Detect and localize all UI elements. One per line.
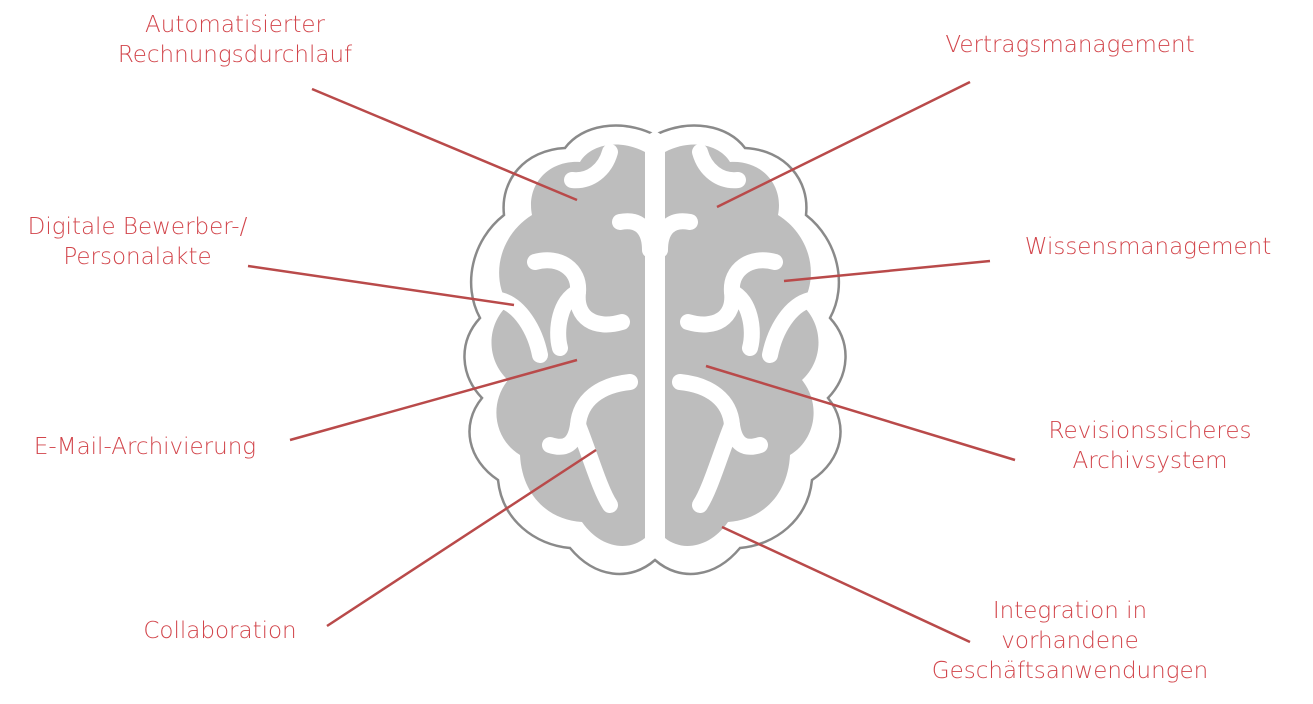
- connector-email: [289, 358, 578, 442]
- label-revision-line2: Archivsystem: [1072, 448, 1228, 474]
- connector-rechnung: [311, 87, 578, 202]
- label-revision-line1: Revisionssicheres: [1048, 418, 1252, 444]
- label-rechnung-line2: Rechnungsdurchlauf: [117, 42, 353, 68]
- label-collab-line1: Collaboration: [143, 618, 297, 644]
- connector-bewerber: [247, 264, 515, 307]
- connectors: [247, 80, 1016, 644]
- brain-right-hemisphere: [665, 144, 819, 546]
- label-integration: Integration in vorhandene Geschäftsanwen…: [915, 596, 1225, 686]
- label-integration-line1: Integration in: [992, 598, 1148, 624]
- label-rechnung-line1: Automatisierter: [145, 12, 325, 38]
- label-revisionssicheres-archivsystem: Revisionssicheres Archivsystem: [1030, 416, 1270, 476]
- connector-revision: [705, 364, 1016, 462]
- label-bewerber-line1: Digitale Bewerber-/: [27, 214, 248, 240]
- label-integration-line2: vorhandene: [1001, 628, 1139, 654]
- label-integration-line3: Geschäftsanwendungen: [931, 658, 1209, 684]
- connector-wissen: [783, 259, 991, 283]
- label-email-line1: E-Mail-Archivierung: [33, 434, 257, 460]
- brain-folds: [492, 132, 818, 553]
- connector-integration: [721, 525, 971, 644]
- connector-collab: [326, 448, 597, 628]
- label-vertragsmanagement: Vertragsmanagement: [930, 30, 1210, 60]
- label-bewerber-personalakte: Digitale Bewerber-/ Personalakte: [15, 212, 260, 272]
- label-rechnungsdurchlauf: Automatisierter Rechnungsdurchlauf: [90, 10, 380, 70]
- brain-icon: [463, 124, 847, 576]
- label-wissen-line1: Wissensmanagement: [1024, 234, 1272, 260]
- label-vertrag-line1: Vertragsmanagement: [945, 32, 1195, 58]
- label-email-archivierung: E-Mail-Archivierung: [15, 432, 275, 462]
- label-wissensmanagement: Wissensmanagement: [1008, 232, 1288, 262]
- connector-vertrag: [716, 80, 971, 209]
- label-bewerber-line2: Personalakte: [63, 244, 212, 270]
- label-collaboration: Collaboration: [130, 616, 310, 646]
- brain-left-hemisphere: [491, 144, 645, 546]
